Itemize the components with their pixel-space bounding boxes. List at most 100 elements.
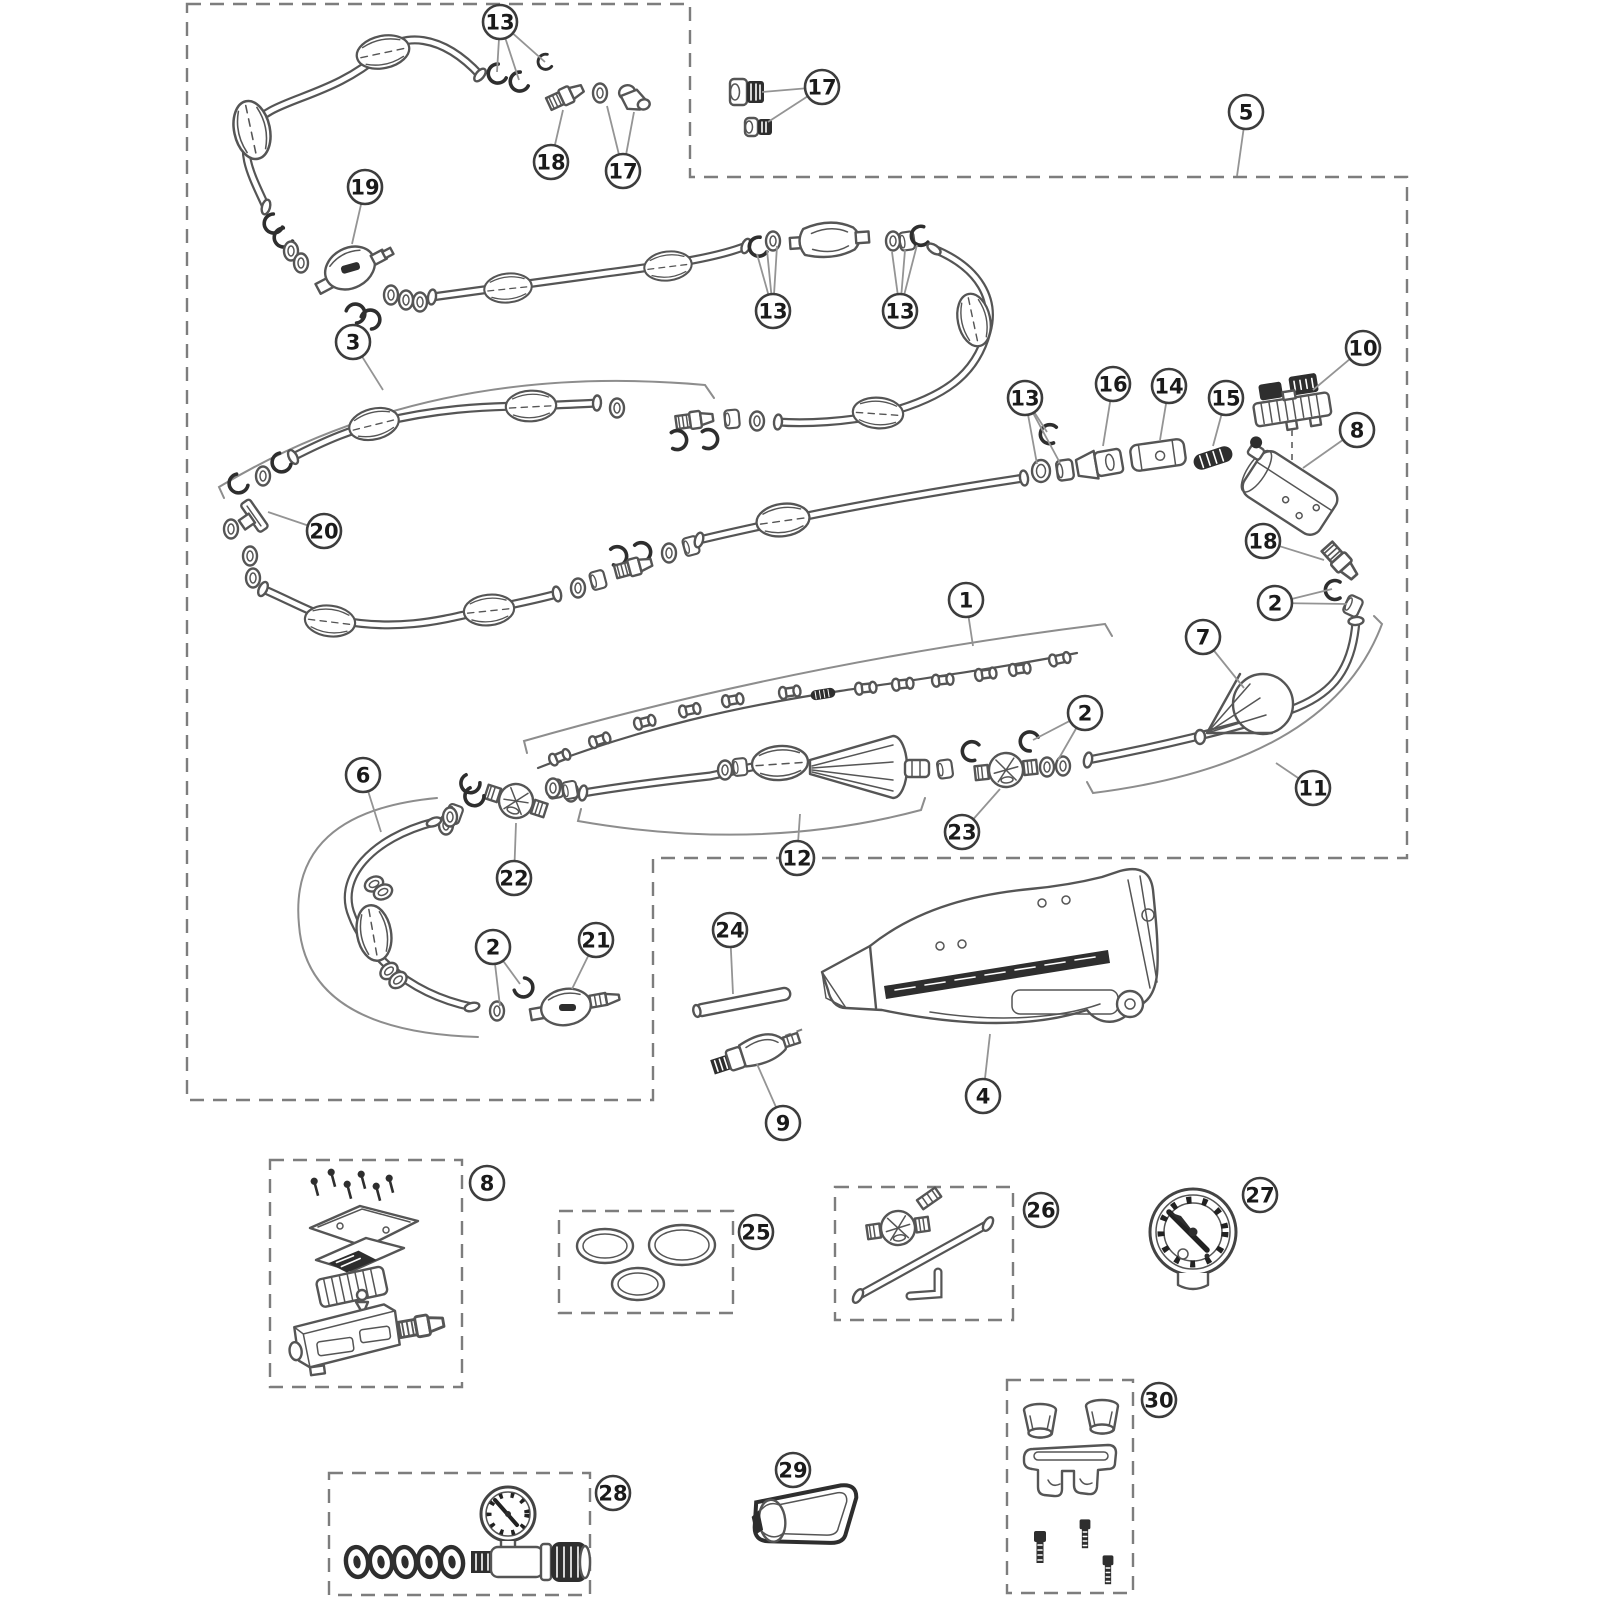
callout-17: 17: [761, 68, 841, 123]
fuel-tank-4: [820, 867, 1159, 1025]
fuel-connector-22: [437, 772, 580, 836]
primer-line-12-assembly: [545, 726, 1072, 803]
pump-kit-8: [288, 1166, 447, 1377]
callout-leader: [625, 111, 635, 155]
callout-leader: [1032, 412, 1061, 464]
kit-box-26: [833, 1185, 1015, 1322]
callout-leader: [797, 813, 801, 842]
callout-15: 15: [1207, 379, 1245, 447]
callout-13: 13: [481, 3, 546, 81]
fuel-hose-11: [1081, 615, 1366, 770]
bracket-11: [1086, 615, 1384, 795]
callout-leader: [513, 822, 517, 862]
kit-box-28: [327, 1471, 592, 1597]
callout-leader: [361, 355, 384, 391]
callout-leader: [496, 38, 500, 73]
callout-14: 14: [1150, 367, 1188, 441]
callout-circle: [532, 143, 570, 181]
fuel-strainer-7: [1193, 672, 1295, 746]
callout-12: 12: [778, 813, 816, 877]
callout-circle: [943, 813, 981, 851]
callout-number: 26: [1026, 1199, 1055, 1223]
callout-circle: [754, 292, 792, 330]
bracket-6: [297, 797, 479, 1038]
callout-number: 20: [309, 520, 338, 544]
callout-circle: [604, 152, 642, 190]
callout-number: 17: [608, 160, 637, 184]
range-brackets: [217, 379, 1384, 1038]
callout-29: 29: [774, 1451, 812, 1489]
callout-circle: [334, 323, 372, 361]
callout-circle: [474, 928, 512, 966]
callout-leader: [984, 1033, 991, 1080]
callout-circle: [481, 3, 519, 41]
callout-leader: [756, 1063, 777, 1108]
callout-number: 22: [499, 867, 528, 891]
callout-leader: [891, 251, 899, 295]
callout-circle: [346, 168, 384, 206]
callout-20: 20: [267, 511, 343, 550]
callout-circle: [964, 1077, 1002, 1115]
callout-number: 2: [1268, 592, 1283, 616]
callout-circle: [1227, 93, 1265, 131]
bracket-3: [217, 379, 715, 499]
callout-number: 13: [1010, 387, 1039, 411]
callout-number: 11: [1298, 777, 1327, 801]
fuel-hose-middle-run: [691, 468, 1031, 550]
callout-leader: [504, 37, 520, 81]
callout-leader: [1291, 588, 1333, 600]
callout-number: 1: [959, 589, 974, 613]
primer-bulb-pump: [788, 221, 871, 259]
connector-16: [1074, 447, 1125, 480]
callout-number: 9: [776, 1112, 791, 1136]
callout-circle: [803, 68, 841, 106]
callout-leader: [1032, 720, 1071, 741]
strainer-cone-12: [808, 734, 931, 800]
callout-number: 8: [1350, 419, 1365, 443]
callout-leader: [502, 960, 521, 985]
callout-18: 18: [1244, 522, 1325, 561]
callout-leader: [1102, 400, 1112, 447]
callout-2: 2: [1032, 694, 1104, 761]
callout-leader: [766, 249, 773, 295]
callout-13: 13: [1006, 379, 1061, 465]
callout-number: 13: [758, 300, 787, 324]
callout-leader: [1057, 727, 1078, 761]
callout-circle: [1022, 1191, 1060, 1229]
primer-bulb-19: [314, 245, 395, 295]
callout-circle: [1150, 367, 1188, 405]
callout-25: 25: [737, 1213, 775, 1251]
callout-circle: [947, 581, 985, 619]
elbow-fitting-17: [617, 84, 651, 111]
u-turn-tee-cluster: [222, 450, 294, 589]
callout-circle: [1140, 1381, 1178, 1419]
callout-leader: [1275, 762, 1300, 780]
tube-24: [692, 986, 792, 1019]
callout-number: 2: [486, 936, 501, 960]
callout-leader: [1278, 545, 1325, 561]
bracket-1: [522, 622, 1113, 754]
callout-circle: [344, 756, 382, 794]
callout-circle: [1006, 379, 1044, 417]
callout-number: 10: [1348, 337, 1377, 361]
callout-28: 28: [594, 1474, 632, 1512]
callout-leader: [571, 954, 590, 990]
callout-number: 30: [1144, 1389, 1173, 1413]
callout-leader: [767, 95, 809, 123]
callout-leader: [367, 790, 382, 833]
callout-30: 30: [1140, 1381, 1178, 1419]
callout-leader: [494, 963, 501, 1007]
connector-14: [1129, 438, 1187, 472]
callout-2: 2: [474, 928, 521, 1007]
callout-circle: [305, 512, 343, 550]
callout-number: 8: [480, 1172, 495, 1196]
callout-5: 5: [1227, 93, 1265, 177]
mount-kit-30: [1022, 1398, 1120, 1585]
callout-11: 11: [1275, 762, 1332, 807]
callout-circle: [594, 1474, 632, 1512]
callout-circle: [577, 921, 615, 959]
callout-leader: [1236, 128, 1245, 177]
callout-22: 22: [495, 822, 533, 897]
